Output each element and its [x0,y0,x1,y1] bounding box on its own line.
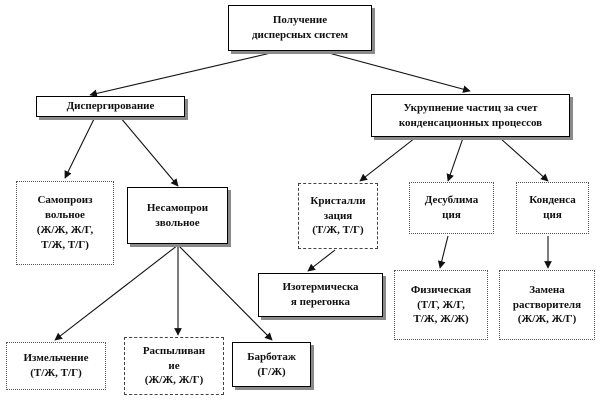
arrow-nonspontaneous-to-bubbling [177,244,273,341]
condensation-proc-node: Конденса ция [516,182,589,234]
isothermal-node: Изотермическа я перегонка [258,273,383,317]
condensation-node: Укрупнение частиц за счет конденсационны… [371,94,570,137]
arrow-dispersion-to-spontaneous [64,116,96,179]
grinding-node: Измельчение (Т/Ж, Т/Г) [6,342,106,390]
desublimation-node: Десублима ция [409,182,494,234]
arrow-root-to-condensation [324,51,471,93]
nonspontaneous-node: Несамопрои звольное [127,187,228,244]
arrow-crystallization-to-isothermal [307,249,336,272]
arrow-condensation-to-condensation-proc [499,137,549,182]
dispersion-node: Диспергирование [36,96,185,117]
spraying-node: Распыливан ие (Ж/Ж, Ж/Г) [124,337,224,395]
arrow-condensation-to-crystallization [359,137,416,182]
arrow-desublimation-to-physical [437,235,449,269]
crystallization-node: Кристалли зация (Т/Ж, Т/Г) [298,183,378,249]
root-node: Получение дисперсных систем [228,5,372,51]
physical-node: Физическая (Т/Г, Ж/Г, Т/Ж, Ж/Ж) [394,270,488,340]
arrow-root-to-dispersion [89,51,276,98]
arrow-nonspontaneous-to-grinding [54,244,179,341]
arrow-condensation-to-desublimation [446,137,464,182]
solvent-change-node: Замена растворителя (Ж/Ж, Ж/Г) [499,270,595,340]
spontaneous-node: Самопроиз вольное (Ж/Ж, Ж/Г, Т/Ж, Т/Г) [16,181,114,265]
bubbling-node: Барботаж (Г/Ж) [232,342,311,387]
arrow-dispersion-to-nonspontaneous [119,116,179,187]
